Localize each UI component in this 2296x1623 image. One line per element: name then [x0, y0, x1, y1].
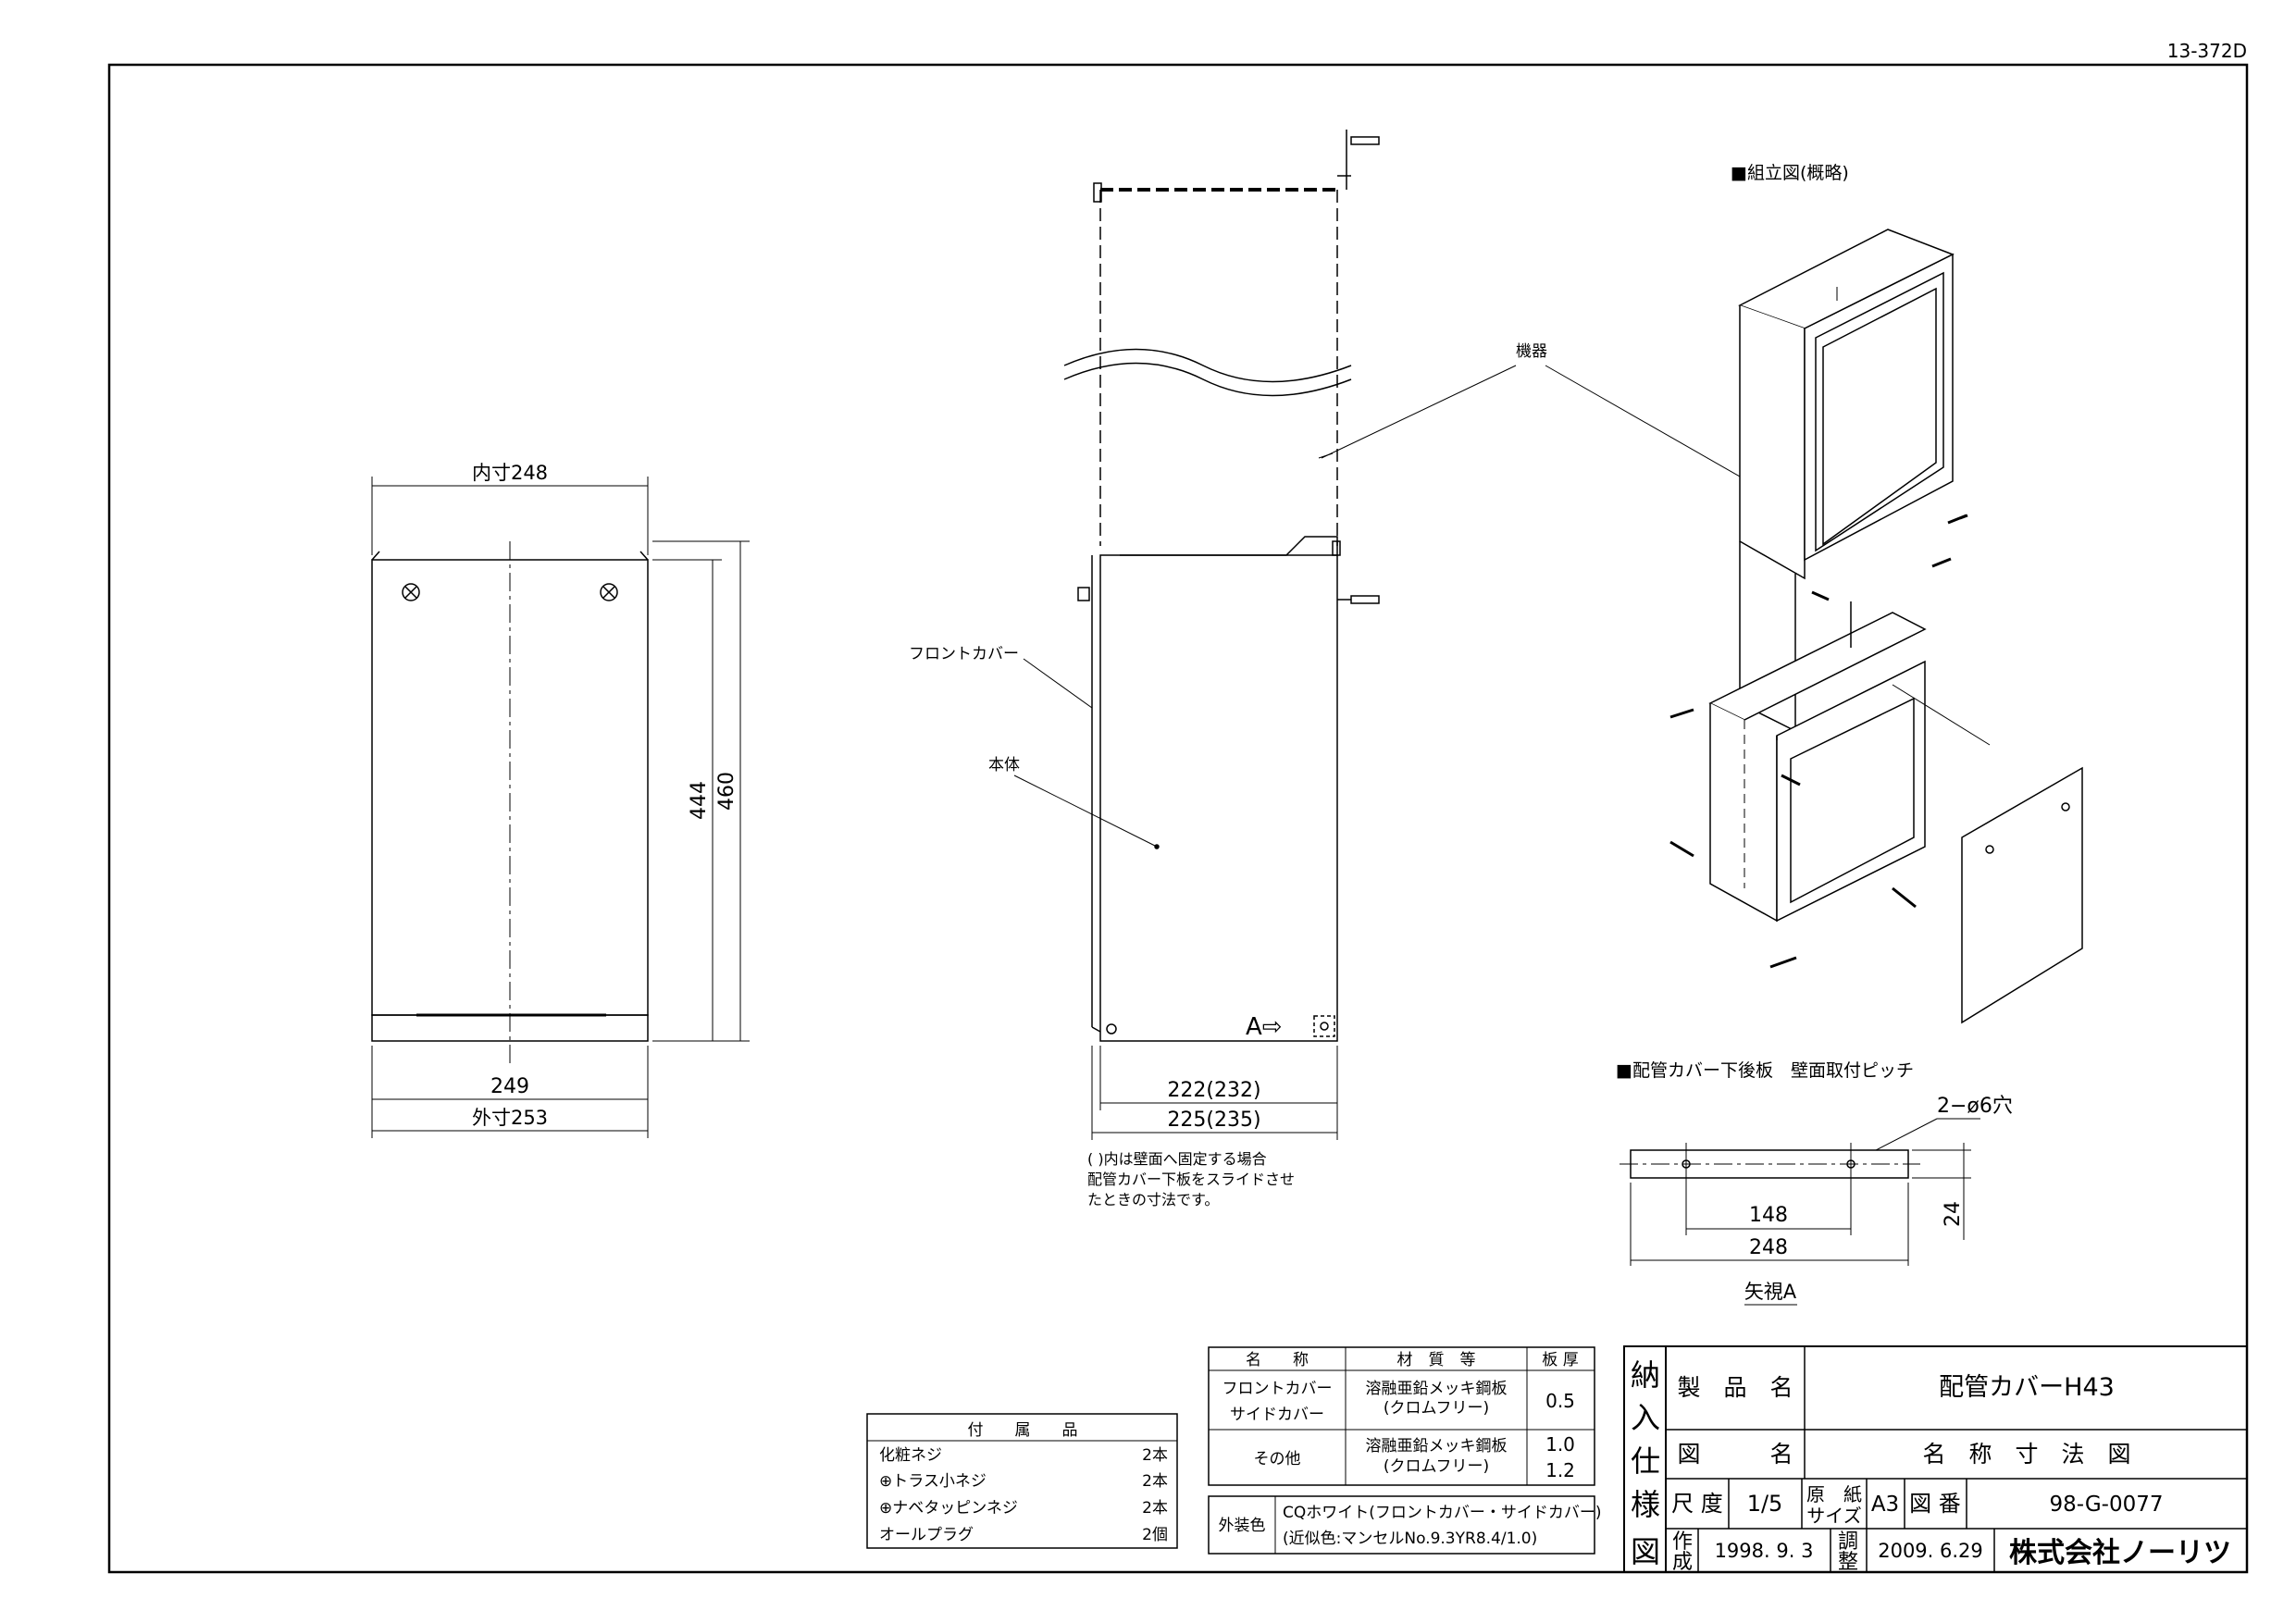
acc-qty-1: 2本 — [1142, 1446, 1168, 1465]
acc-name-2: ⊕トラス小ネジ — [879, 1472, 987, 1491]
title-block — [1623, 1345, 2248, 1573]
assembly-drawing — [1318, 229, 2083, 1024]
acc-name-3: ⊕ナベタッピンネジ — [879, 1499, 1018, 1518]
materials-table — [1208, 1346, 1595, 1555]
mat-row2-thickness-1: 1.0 — [1545, 1433, 1575, 1456]
note-line-3: たときの寸法です。 — [1087, 1191, 1219, 1208]
adjusted-label-2: 整 — [1838, 1551, 1858, 1574]
product-name: 配管カバーH43 — [1939, 1373, 2115, 1402]
adjusted-label-1: 調 — [1838, 1530, 1858, 1554]
mat-row2-thickness-2: 1.2 — [1545, 1459, 1575, 1481]
mat-row1-thickness: 0.5 — [1545, 1390, 1575, 1412]
mat-row2-material-1: 溶融亜鉛メッキ鋼板 — [1366, 1437, 1508, 1456]
note-line-1: ( )内は壁面へ固定する場合 — [1087, 1150, 1267, 1168]
pitch-title: ■配管カバー下後板 壁面取付ピッチ — [1616, 1060, 1914, 1081]
paper-label-2: サイズ — [1806, 1505, 1861, 1527]
drawing-name: 名 称 寸 法 図 — [1922, 1441, 2130, 1468]
side-char-4: 様 — [1631, 1487, 1660, 1522]
dim-148: 148 — [1749, 1204, 1788, 1227]
mat-row2-material-2: (クロムフリー) — [1384, 1457, 1489, 1476]
mat-row1-material-2: (クロムフリー) — [1384, 1399, 1489, 1418]
created-date: 1998. 9. 3 — [1715, 1540, 1814, 1562]
color-line-1: CQホワイト(フロントカバー・サイドカバー) — [1283, 1504, 1602, 1522]
side-char-3: 仕 — [1631, 1443, 1660, 1479]
body-label: 本体 — [988, 756, 1020, 774]
width-249: 249 — [490, 1075, 529, 1098]
mat-header-thickness: 板 厚 — [1542, 1351, 1578, 1369]
mat-row1-name-1: フロントカバー — [1222, 1380, 1333, 1398]
height-444: 444 — [688, 781, 711, 820]
product-name-label: 製 品 名 — [1677, 1374, 1793, 1401]
holes-label: 2−ø6穴 — [1937, 1095, 2013, 1118]
side-char-5: 図 — [1631, 1534, 1660, 1569]
acc-qty-2: 2本 — [1142, 1472, 1168, 1491]
drawing-code: 13-372D — [2167, 40, 2247, 62]
color-label: 外装色 — [1219, 1517, 1266, 1535]
dim-248: 248 — [1749, 1236, 1788, 1259]
side-char-2: 入 — [1631, 1400, 1660, 1435]
note-line-2: 配管カバー下板をスライドさせ — [1087, 1171, 1295, 1188]
dim-24: 24 — [1942, 1201, 1965, 1227]
inner-width-label: 内寸248 — [472, 462, 548, 484]
accessories-header: 付 属 品 — [968, 1421, 1078, 1440]
acc-qty-3: 2本 — [1142, 1499, 1168, 1518]
color-line-2: (近似色:マンセルNo.9.3YR8.4/1.0) — [1283, 1530, 1537, 1548]
acc-name-1: 化粧ネジ — [879, 1446, 942, 1465]
mat-header-name: 名 称 — [1246, 1351, 1309, 1369]
mat-row1-name-2: サイドカバー — [1230, 1406, 1324, 1424]
side-char-1: 納 — [1631, 1357, 1660, 1393]
outer-width-label: 外寸253 — [472, 1107, 548, 1129]
adjusted-date: 2009. 6.29 — [1878, 1540, 1983, 1562]
view-a-arrow: A⇨ — [1246, 1013, 1283, 1041]
dim-225: 225(235) — [1167, 1109, 1260, 1132]
height-460: 460 — [715, 772, 738, 811]
scale-value: 1/5 — [1747, 1491, 1783, 1517]
drawing-number: 98-G-0077 — [2049, 1493, 2163, 1517]
scale-label: 尺 度 — [1671, 1491, 1723, 1517]
created-label-2: 成 — [1672, 1551, 1693, 1574]
assembly-title: ■組立図(概略) — [1731, 163, 1849, 183]
pitch-drawing — [1620, 1118, 1980, 1306]
mat-row1-material-1: 溶融亜鉛メッキ鋼板 — [1366, 1380, 1508, 1398]
mat-header-material: 材 質 等 — [1397, 1351, 1476, 1369]
acc-name-4: オールプラグ — [879, 1526, 974, 1544]
front-cover-label: フロントカバー — [909, 645, 1019, 663]
acc-qty-4: 2個 — [1142, 1526, 1168, 1544]
device-label: 機器 — [1516, 342, 1547, 361]
drawing-name-label: 図 名 — [1677, 1441, 1793, 1468]
side-view — [1013, 130, 1380, 1140]
dim-222: 222(232) — [1167, 1079, 1260, 1102]
accessories-table — [866, 1413, 1178, 1549]
mat-row2-name: その他 — [1254, 1450, 1301, 1468]
created-label-1: 作 — [1672, 1530, 1693, 1554]
number-label: 図 番 — [1909, 1491, 1961, 1517]
company-name: 株式会社ノーリツ — [2009, 1537, 2231, 1569]
sheet-border — [107, 63, 2249, 1574]
view-a-label: 矢視A — [1744, 1281, 1797, 1303]
front-view — [371, 477, 750, 1138]
paper-size: A3 — [1871, 1493, 1899, 1517]
paper-label-1: 原 紙 — [1806, 1483, 1862, 1505]
